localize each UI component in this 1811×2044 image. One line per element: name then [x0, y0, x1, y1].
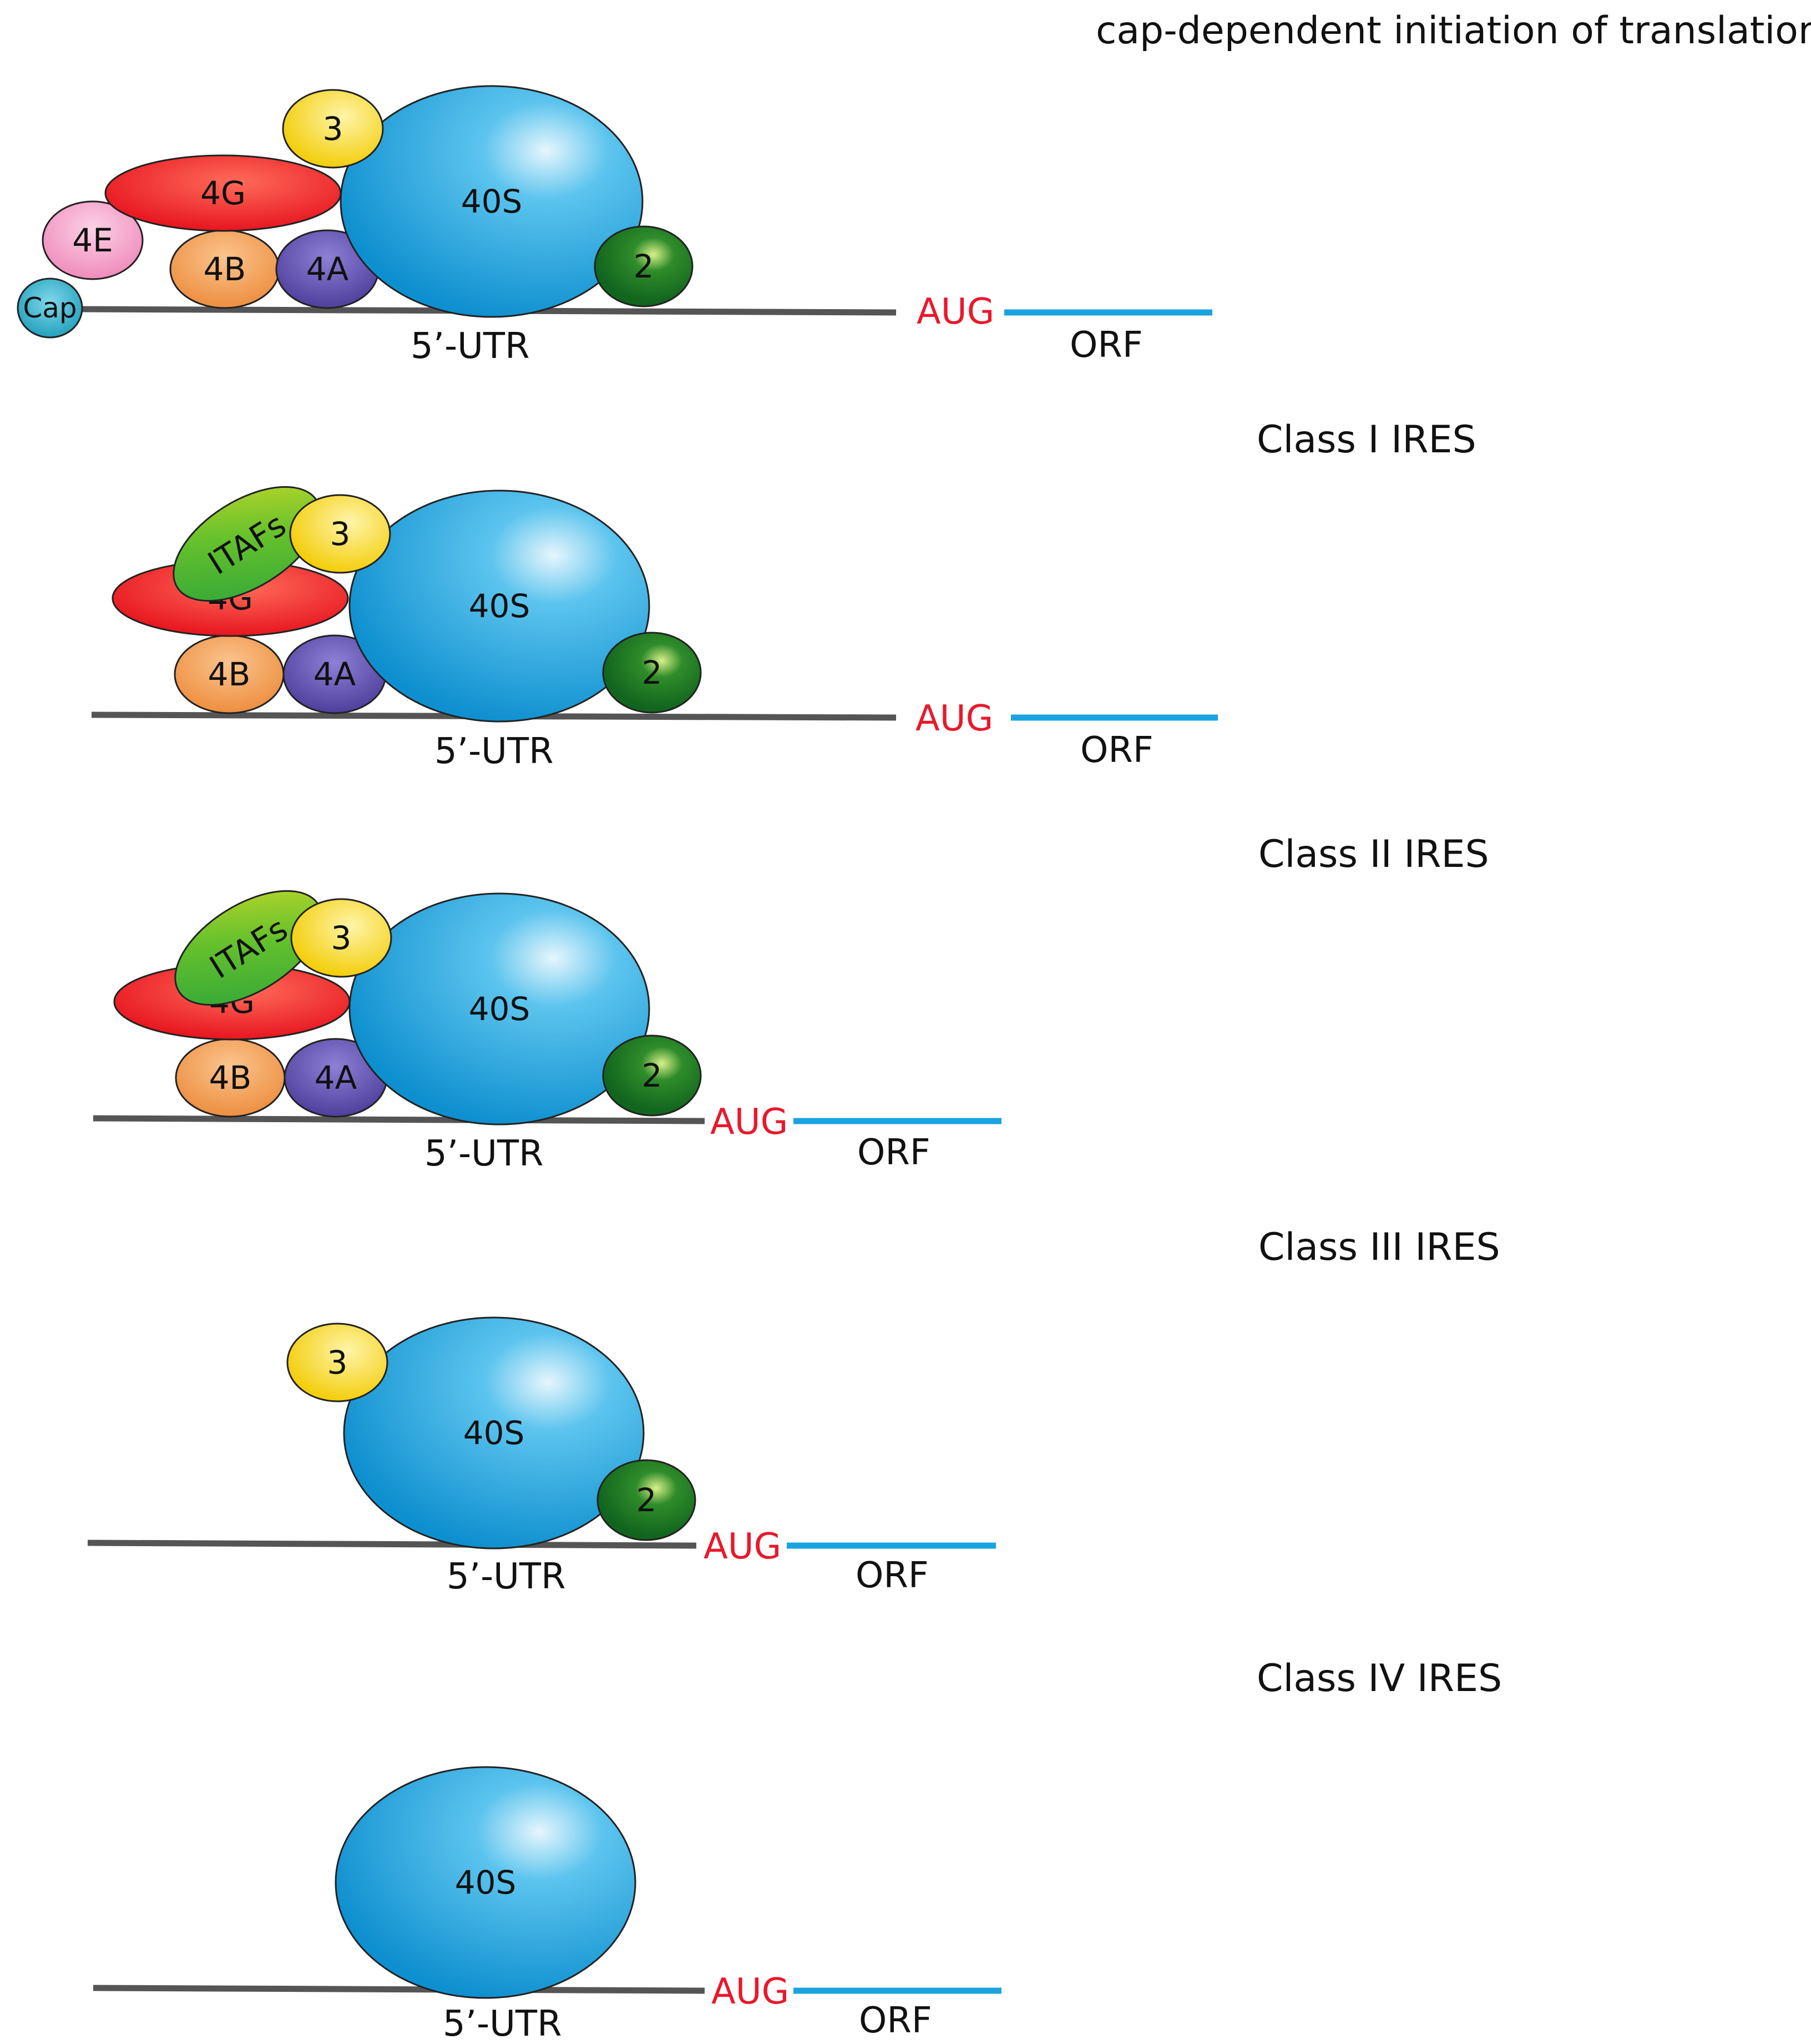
orf-label: ORF	[856, 1555, 929, 1596]
start-codon-label: AUG	[704, 1526, 781, 1567]
eif4e-factor: 4E	[42, 200, 144, 280]
eif4a-factor: 4A	[275, 229, 380, 309]
svg-text:4A: 4A	[315, 1059, 357, 1097]
eif4b-factor: 4B	[175, 1038, 286, 1118]
panel-title: Class I IRES	[1257, 418, 1476, 462]
utr-label: 5’-UTR	[443, 2003, 562, 2044]
eif3-factor: 3	[282, 89, 384, 169]
orf-label: ORF	[857, 1132, 930, 1173]
mrna-5utr-line	[93, 1115, 705, 1124]
mrna-5utr-line	[93, 1985, 705, 1994]
utr-label: 5’-UTR	[447, 1556, 566, 1597]
panel-cap-dependent: cap-dependent initiation of translation …	[17, 9, 1811, 367]
eif4a-factor: 4A	[284, 1038, 388, 1118]
eif3-factor: 3	[286, 1323, 388, 1402]
utr-label: 5’-UTR	[411, 326, 530, 367]
ribosome-40s: 40S	[340, 85, 644, 318]
ribosome-40s: 40S	[343, 1316, 645, 1550]
svg-text:40S: 40S	[469, 990, 530, 1028]
svg-text:40S: 40S	[463, 1414, 525, 1452]
svg-text:3: 3	[330, 515, 351, 553]
ribosome-40s: 40S	[348, 892, 650, 1126]
eif4a-factor: 4A	[282, 634, 387, 714]
svg-text:3: 3	[323, 110, 343, 148]
svg-text:Cap: Cap	[23, 292, 77, 324]
svg-text:2: 2	[642, 1057, 662, 1094]
eif3-factor: 3	[289, 494, 391, 574]
mrna-5utr-line	[87, 1540, 697, 1549]
panel-class-i-ires: Class I IRES AUG 5’-UTR ORF 4B 4A 40S 4G…	[91, 418, 1476, 772]
start-codon-label: AUG	[915, 698, 993, 739]
eif4g-factor: 4G	[104, 154, 342, 232]
panel-class-iii-ires: Class III IRES AUG 5’-UTR ORF 40S 3 2	[87, 1225, 1500, 1597]
cap-factor: Cap	[17, 277, 83, 339]
svg-text:2: 2	[642, 654, 662, 692]
svg-text:40S: 40S	[469, 587, 530, 625]
start-codon-label: AUG	[711, 1971, 789, 2012]
svg-text:4A: 4A	[306, 250, 349, 288]
svg-text:40S: 40S	[461, 183, 523, 220]
utr-label: 5’-UTR	[424, 1133, 544, 1174]
panel-title: Class IV IRES	[1257, 1657, 1502, 1700]
svg-text:4B: 4B	[209, 1059, 252, 1097]
panel-class-ii-ires: Class II IRES AUG 5’-UTR ORF 4B 4A 40S 4…	[93, 832, 1489, 1174]
svg-text:2: 2	[634, 248, 654, 285]
itafs-factor: ITAFs	[174, 890, 323, 1006]
eif4b-factor: 4B	[169, 229, 280, 309]
eif4b-factor: 4B	[174, 634, 285, 714]
svg-text:4G: 4G	[200, 174, 246, 212]
svg-text:3: 3	[331, 919, 352, 957]
svg-text:3: 3	[327, 1344, 348, 1381]
svg-text:4A: 4A	[313, 655, 356, 693]
panel-title: cap-dependent initiation of translation	[1096, 9, 1811, 53]
ribosome-40s: 40S	[348, 489, 650, 723]
ribosome-40s: 40S	[335, 1766, 636, 1999]
eif2-factor: 2	[602, 1034, 702, 1117]
svg-text:4B: 4B	[208, 655, 251, 693]
eif2-factor: 2	[594, 225, 694, 307]
eif3-factor: 3	[290, 898, 392, 978]
eif2-factor: 2	[602, 632, 702, 714]
svg-text:2: 2	[636, 1481, 657, 1519]
start-codon-label: AUG	[917, 291, 994, 332]
svg-text:40S: 40S	[455, 1864, 517, 1901]
orf-label: ORF	[1080, 730, 1154, 771]
svg-text:4E: 4E	[72, 221, 113, 259]
itafs-factor: ITAFs	[173, 486, 321, 602]
eif2-factor: 2	[596, 1459, 696, 1541]
panel-class-iv-ires: Class IV IRES AUG 5’-UTR ORF 40S	[93, 1657, 1502, 2044]
orf-label: ORF	[1070, 325, 1143, 366]
panel-title: Class III IRES	[1258, 1225, 1500, 1269]
utr-label: 5’-UTR	[434, 731, 554, 772]
panel-title: Class II IRES	[1258, 832, 1489, 876]
start-codon-label: AUG	[710, 1102, 788, 1143]
orf-label: ORF	[859, 2000, 932, 2041]
svg-text:4B: 4B	[204, 250, 246, 288]
